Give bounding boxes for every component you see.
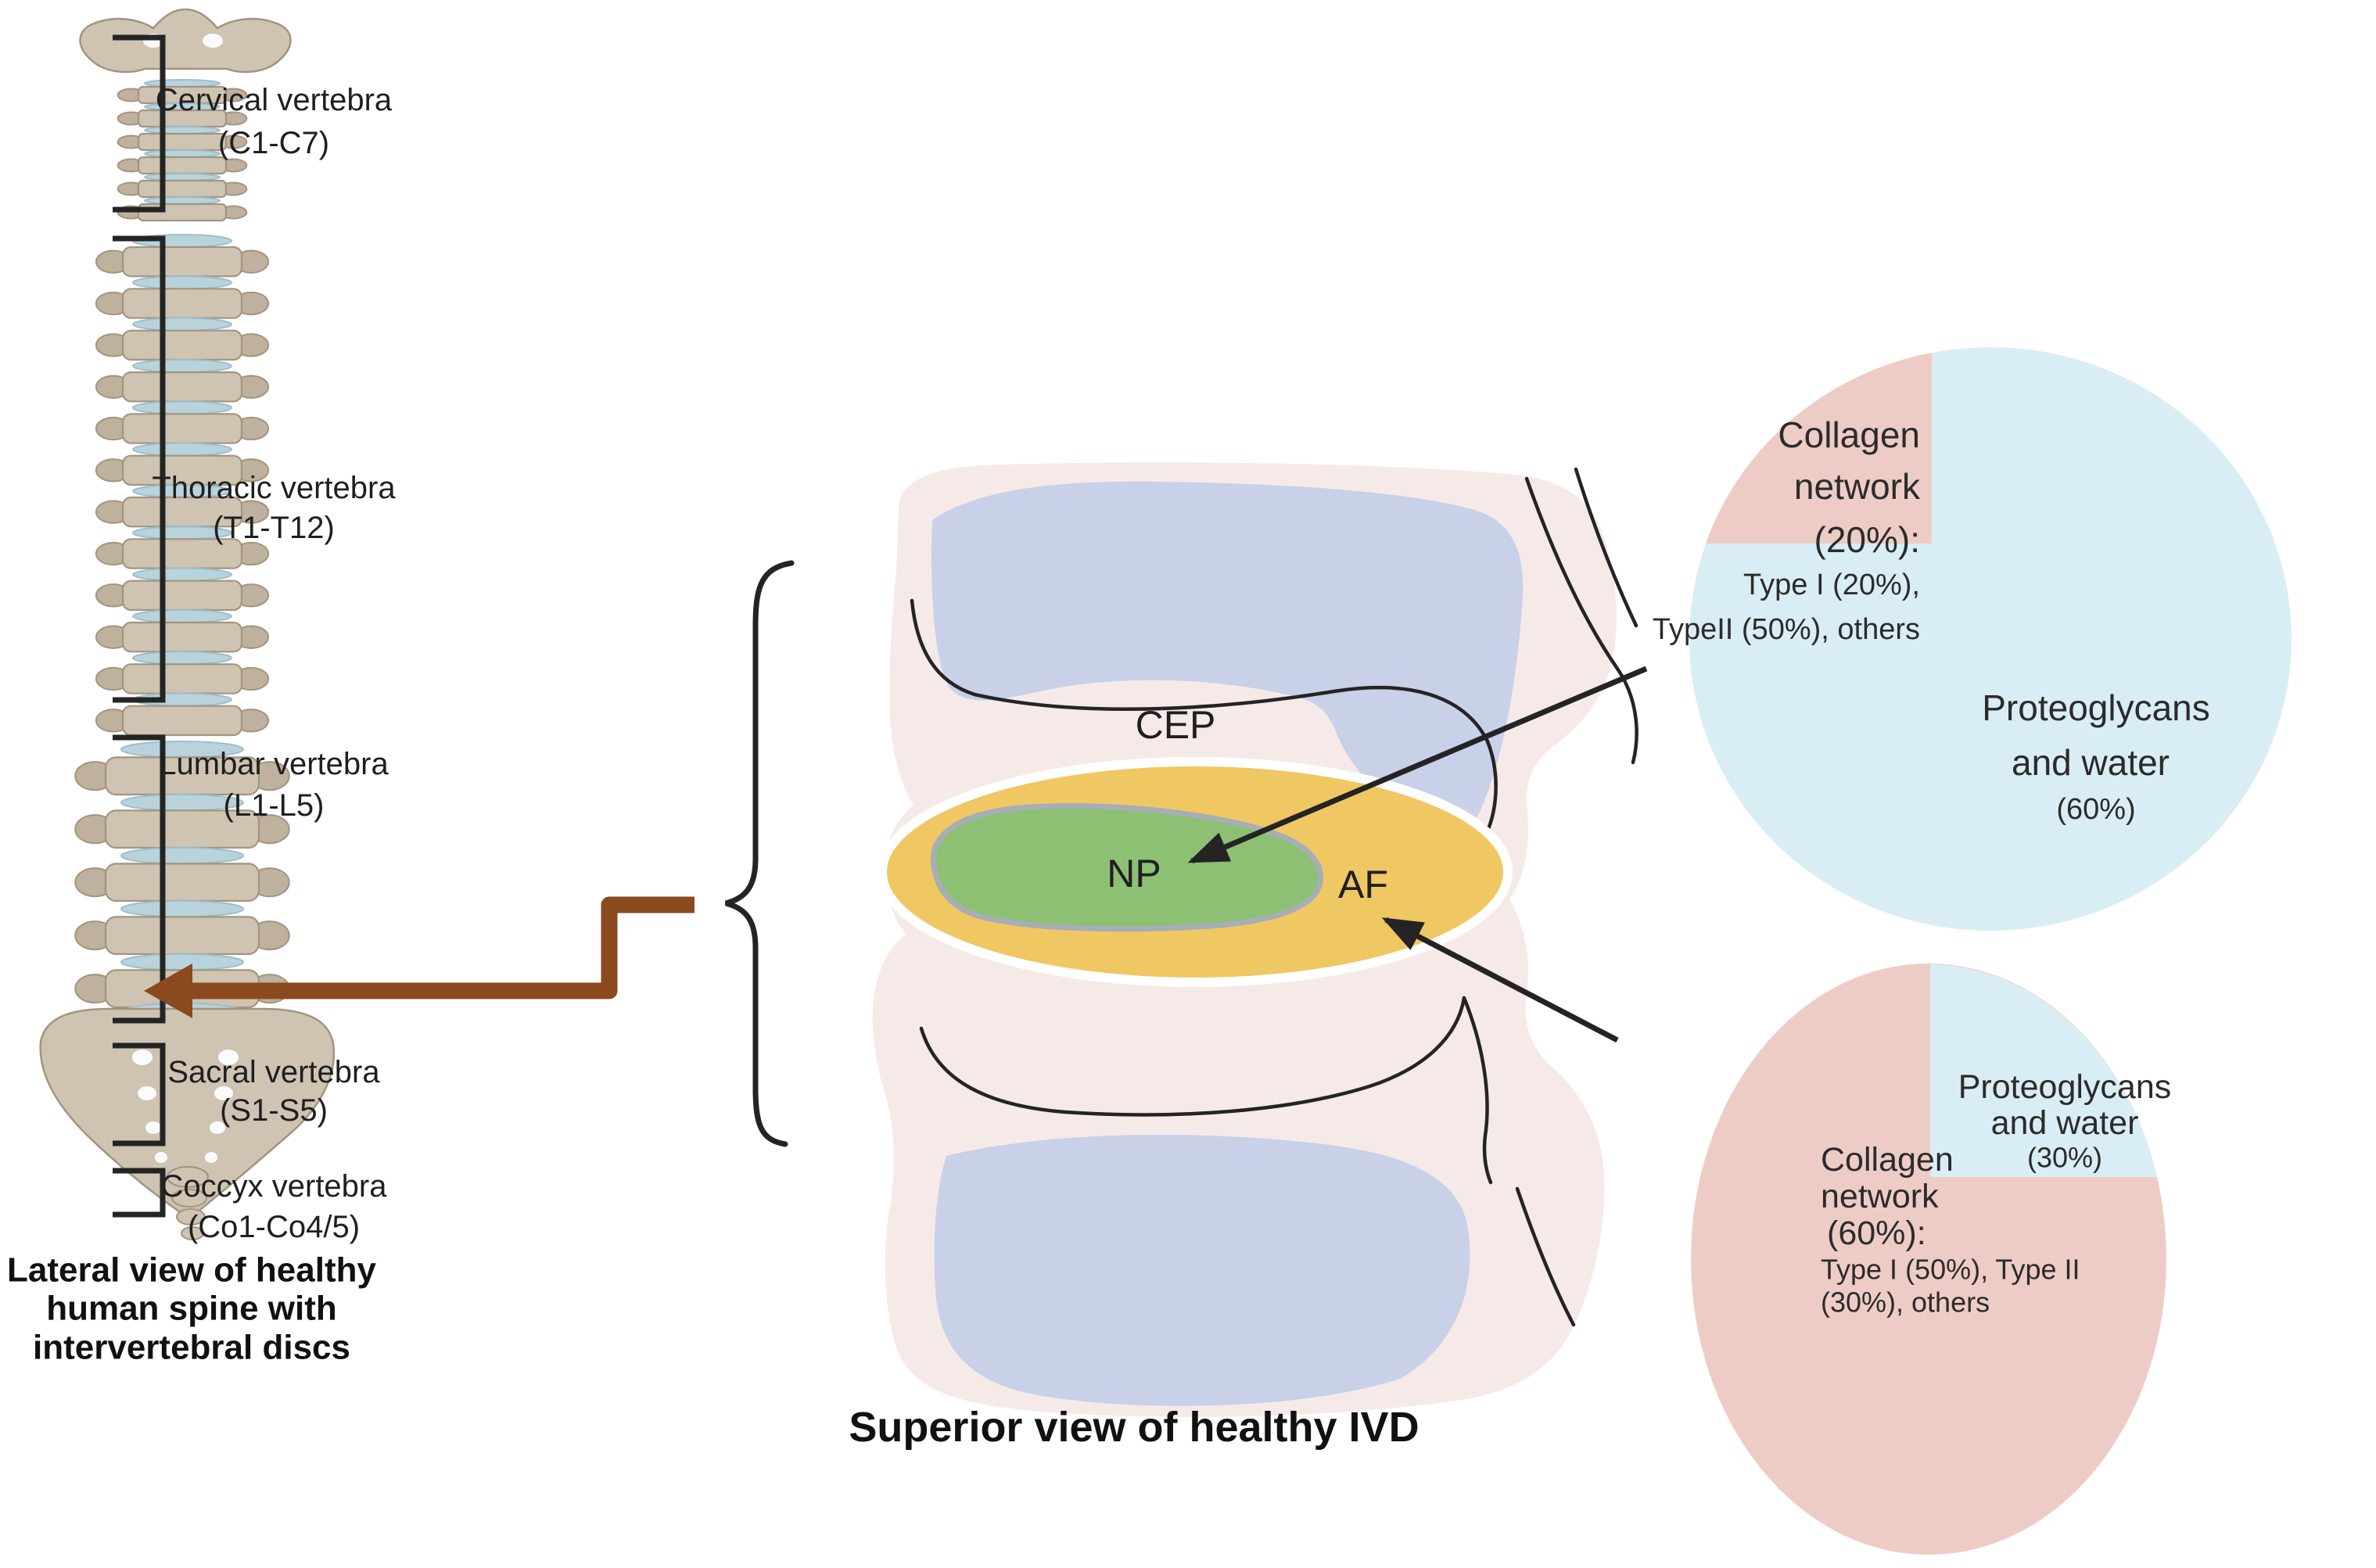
spine-caption-line1: Lateral view of healthy bbox=[7, 1251, 376, 1290]
label-cervical-line2: (C1-C7) bbox=[218, 126, 329, 160]
bracket bbox=[113, 734, 166, 1024]
intervertebral-disc bbox=[132, 651, 232, 666]
intervertebral-disc bbox=[132, 609, 232, 623]
vertebra-body bbox=[104, 863, 260, 902]
label-sacral-line2: (S1-S5) bbox=[220, 1093, 328, 1128]
intervertebral-disc bbox=[132, 400, 232, 415]
af-label: AF bbox=[1338, 863, 1388, 906]
upper-posterior-outline-1 bbox=[1524, 476, 1638, 765]
vertebra-body bbox=[104, 916, 260, 956]
intervertebral-disc bbox=[120, 900, 244, 918]
ivd-illustration: CEP NP AF bbox=[872, 462, 1638, 1417]
vertebra-body bbox=[137, 179, 228, 199]
vertebra-body bbox=[137, 132, 228, 152]
vertebra-body bbox=[121, 371, 243, 403]
label-coccyx-line2: (Co1-Co4/5) bbox=[188, 1210, 360, 1244]
atlas-vertebra bbox=[79, 8, 292, 74]
np-label: NP bbox=[1107, 852, 1161, 895]
label-thoracic-line2: (T1-T12) bbox=[213, 511, 335, 545]
vertebra-body bbox=[121, 329, 243, 361]
af-pie-proteoglycans-line2: and water bbox=[1991, 1104, 2139, 1142]
vertebra-body bbox=[137, 156, 228, 175]
spine-caption-line3: intervertebral discs bbox=[33, 1329, 350, 1367]
lower-posterior-outline-2 bbox=[1515, 1186, 1576, 1327]
intervertebral-disc bbox=[144, 173, 221, 181]
np-pie-collagen-detail-line1: Type I (20%), bbox=[1743, 569, 1920, 601]
intervertebral-disc bbox=[144, 196, 221, 205]
vertebra-body bbox=[121, 663, 243, 694]
lower-endplate-outline bbox=[919, 996, 1466, 1117]
sacrum bbox=[39, 1007, 336, 1218]
vertebra-body bbox=[121, 413, 243, 444]
np-pie-collagen-line3: (20%): bbox=[1814, 519, 1920, 560]
intervertebral-disc bbox=[132, 567, 232, 582]
intervertebral-disc bbox=[120, 953, 244, 971]
label-lumbar-line1: Lumbar vertebra bbox=[159, 747, 389, 781]
ivd-lower-vertebra bbox=[934, 1135, 1470, 1406]
af-pie-collagen-line1: Collagen bbox=[1821, 1141, 1954, 1179]
intervertebral-disc bbox=[132, 317, 232, 332]
np-pie-collagen-line1: Collagen bbox=[1778, 414, 1920, 455]
intervertebral-disc bbox=[144, 126, 221, 135]
spine-illustration bbox=[39, 8, 336, 1240]
np-arrow bbox=[1187, 666, 1648, 864]
upper-endplate-outline bbox=[910, 598, 1498, 831]
spine-caption-line2: human spine with bbox=[46, 1290, 337, 1328]
np-pie-proteoglycans-line2: and water bbox=[2012, 742, 2170, 783]
lumbar-ivd-arrow bbox=[144, 896, 694, 1018]
np-pie-proteoglycans-line1: Proteoglycans bbox=[1982, 687, 2210, 728]
label-cervical-line1: Cervical vertebra bbox=[156, 83, 393, 117]
af-pie-collagen-detail-line2: (30%), others bbox=[1821, 1286, 1990, 1319]
intervertebral-disc bbox=[144, 149, 221, 158]
vertebra-column bbox=[74, 79, 290, 1009]
upper-posterior-outline-2 bbox=[1574, 467, 1638, 628]
ivd-upper-vertebra bbox=[931, 481, 1524, 833]
ivd-brace bbox=[725, 560, 795, 1147]
region-brackets bbox=[113, 34, 166, 1218]
np-pie: Collagen network (20%): Type I (20%), Ty… bbox=[1653, 347, 2292, 931]
af-pie: Proteoglycans and water (30%) Collagen n… bbox=[1691, 963, 2171, 1555]
bracket bbox=[113, 1168, 166, 1218]
lower-posterior-outline-1 bbox=[1462, 996, 1493, 1185]
bracket bbox=[113, 34, 166, 213]
label-coccyx-line1: Coccyx vertebra bbox=[161, 1169, 388, 1204]
af-pie-collagen-line2: network bbox=[1821, 1178, 1939, 1215]
sacral-foramina bbox=[132, 1050, 239, 1163]
ivd-caption: Superior view of healthy IVD bbox=[849, 1404, 1419, 1451]
af-pie-collagen-detail-line1: Type I (50%), Type II bbox=[1821, 1254, 2080, 1286]
np-pie-collagen-detail-line2: TypeII (50%), others bbox=[1653, 613, 1920, 646]
cep-label: CEP bbox=[1136, 703, 1216, 747]
vertebra-body bbox=[121, 579, 243, 612]
bracket bbox=[113, 235, 166, 703]
vertebra-body bbox=[121, 705, 243, 737]
label-thoracic-line1: Thoracic vertebra bbox=[152, 471, 396, 505]
np-pie-proteoglycans-pct: (60%) bbox=[2056, 793, 2135, 826]
label-sacral-line1: Sacral vertebra bbox=[167, 1055, 380, 1089]
vertebra-body bbox=[121, 246, 243, 278]
label-lumbar-line2: (L1-L5) bbox=[224, 788, 325, 823]
af-pie-proteoglycans-line1: Proteoglycans bbox=[1958, 1068, 2172, 1106]
intervertebral-disc bbox=[132, 275, 232, 290]
vertebra-body bbox=[121, 288, 243, 319]
af-arrow bbox=[1381, 917, 1619, 1043]
intervertebral-disc bbox=[132, 442, 232, 457]
np-pie-collagen-line2: network bbox=[1794, 466, 1921, 507]
atlas-foramen-right bbox=[203, 34, 223, 48]
af-pie-proteoglycans-slice bbox=[1930, 964, 2157, 1177]
vertebra-body bbox=[121, 621, 243, 653]
intervertebral-disc bbox=[120, 847, 244, 865]
af-pie-collagen-line3: (60%): bbox=[1827, 1215, 1926, 1252]
af-pie-proteoglycans-pct: (30%) bbox=[2027, 1142, 2102, 1174]
bracket bbox=[113, 1042, 166, 1146]
coccyx bbox=[167, 1166, 209, 1240]
intervertebral-disc bbox=[132, 359, 232, 373]
